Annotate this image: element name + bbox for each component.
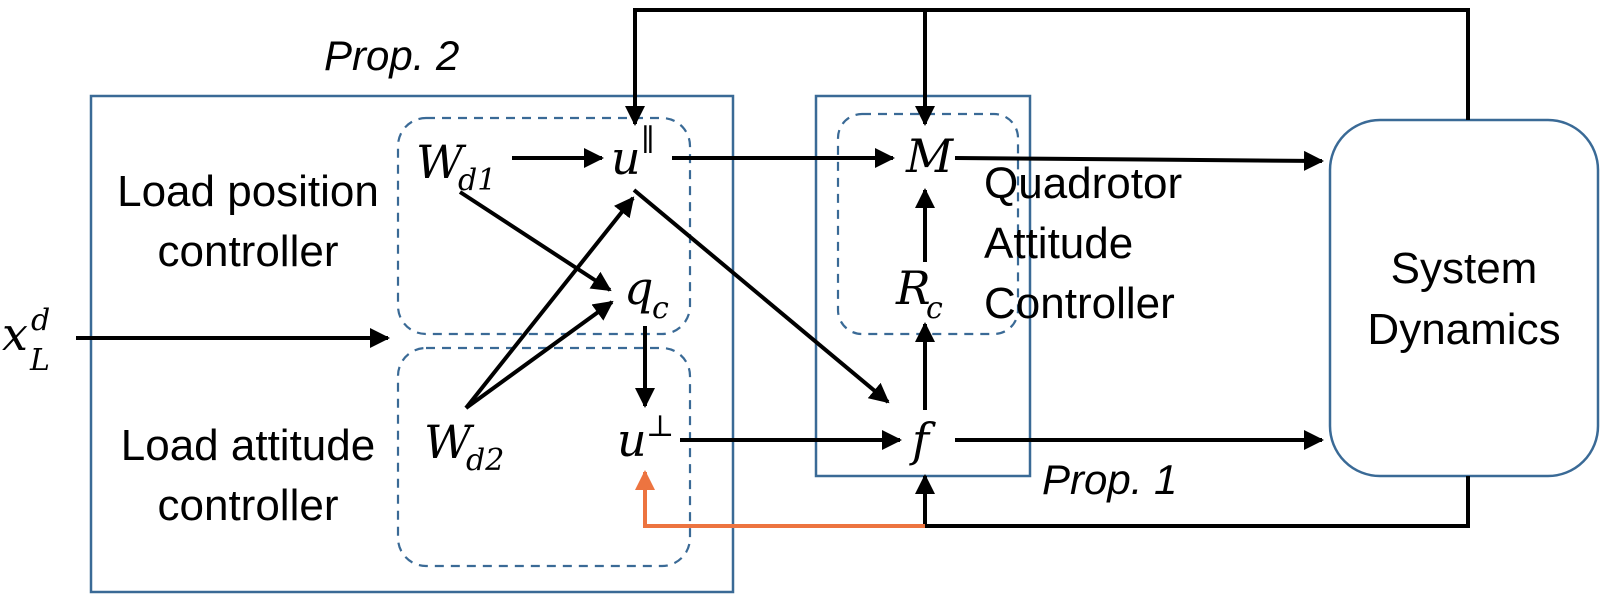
load-attitude-label-line2: controller <box>158 481 339 530</box>
svg-text:x: x <box>2 307 28 361</box>
svg-text:q: q <box>624 261 653 315</box>
wd2-to-qc-arrow <box>464 300 614 410</box>
symbol-u-parallel: u ∥ <box>611 123 655 185</box>
load-attitude-label-line1: Load attitude <box>121 421 375 470</box>
svg-text:W: W <box>424 415 475 469</box>
top-feedback-to-upar <box>625 8 1470 126</box>
svg-text:d: d <box>31 303 50 338</box>
symbol-w-d1: W d1 <box>416 135 496 198</box>
svg-text:u: u <box>617 413 647 467</box>
load-position-label-line2: controller <box>158 227 339 276</box>
symbol-q-c: q c <box>624 261 669 326</box>
symbol-r-c: R c <box>895 261 943 326</box>
symbol-x-l-d: x d L <box>2 303 50 378</box>
symbol-w-d2: W d2 <box>424 415 504 478</box>
wd2-to-upar-arrow <box>464 196 635 410</box>
upar-to-f-arrow <box>632 188 890 404</box>
quadrotor-label-line3: Controller <box>984 279 1175 328</box>
wd1-to-qc-arrow <box>458 190 612 292</box>
symbol-u-perp: u ⊥ <box>617 409 674 467</box>
symbol-m: M <box>905 129 955 183</box>
system-dynamics-box <box>1328 118 1600 478</box>
svg-text:⊥: ⊥ <box>646 409 674 444</box>
svg-text:∥: ∥ <box>641 123 655 158</box>
svg-text:L: L <box>29 343 50 378</box>
svg-text:d2: d2 <box>466 443 504 478</box>
svg-text:c: c <box>652 291 669 326</box>
quadrotor-label-line1: Quadrotor <box>984 159 1182 208</box>
svg-text:d1: d1 <box>458 163 496 198</box>
prop2-label: Prop. 2 <box>324 32 459 79</box>
orange-feedback-to-uperp <box>635 470 925 528</box>
system-label-line1: System <box>1391 244 1538 293</box>
m-to-system-arrow <box>954 150 1324 171</box>
system-label-line2: Dynamics <box>1367 305 1560 354</box>
load-position-dashed-box <box>396 116 692 336</box>
load-position-label-line1: Load position <box>117 167 379 216</box>
svg-text:u: u <box>611 131 641 185</box>
quadrotor-label-line2: Attitude <box>984 219 1133 268</box>
svg-text:R: R <box>895 261 931 315</box>
svg-text:c: c <box>926 291 943 326</box>
load-controller-box <box>89 94 735 594</box>
symbol-f: f <box>909 413 936 467</box>
load-attitude-dashed-box <box>396 346 692 568</box>
bottom-feedback-to-f <box>915 474 1470 528</box>
svg-text:W: W <box>416 135 467 189</box>
prop1-label: Prop. 1 <box>1042 456 1177 503</box>
